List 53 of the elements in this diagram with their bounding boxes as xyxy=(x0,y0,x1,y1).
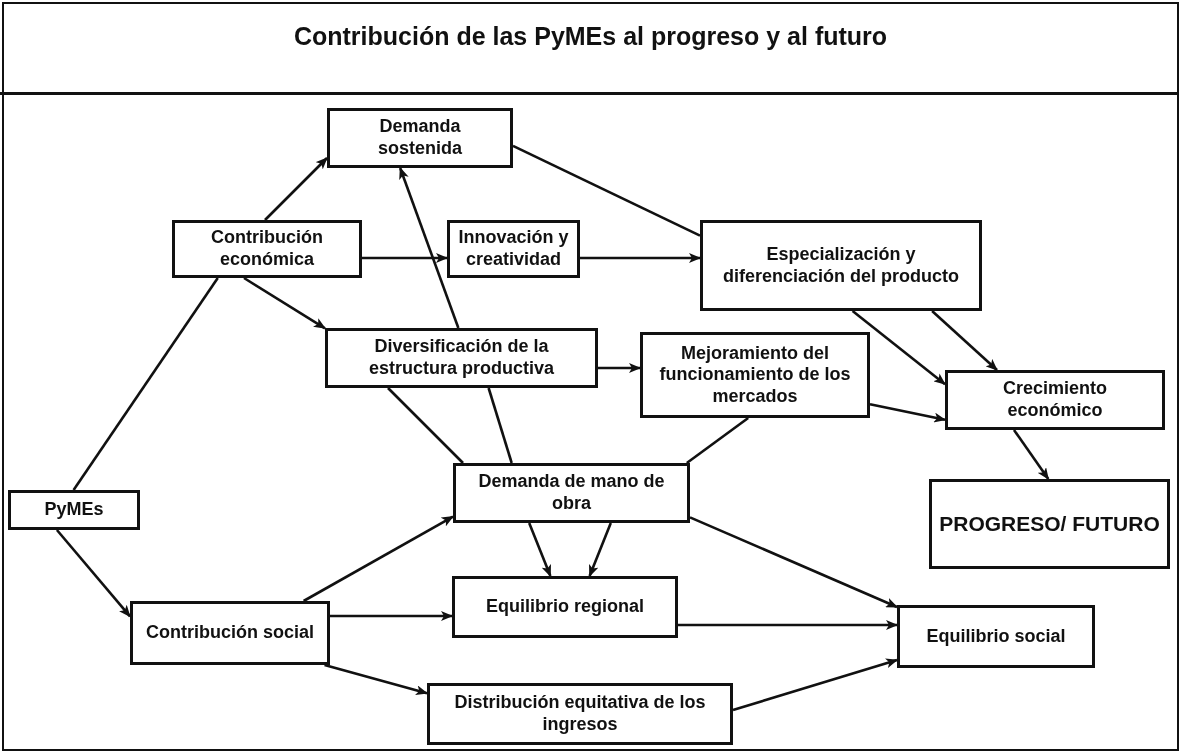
arrow xyxy=(580,253,701,263)
concept-box xyxy=(172,220,362,278)
arrow xyxy=(851,310,946,386)
connector-line xyxy=(387,387,464,464)
arrow xyxy=(689,516,898,609)
arrow xyxy=(55,529,131,618)
concept-box xyxy=(929,479,1170,569)
node-label: Innovación y creatividad xyxy=(457,227,570,271)
concept-box xyxy=(945,370,1165,430)
arrow xyxy=(302,515,454,603)
arrow xyxy=(324,663,428,696)
node-label: Distribución equitativa de los ingresos xyxy=(453,692,707,736)
arrow xyxy=(398,167,460,329)
concept-box xyxy=(130,601,330,665)
arrow xyxy=(931,310,998,371)
concept-box xyxy=(640,332,870,418)
node-label: Mejoramiento del funcionamiento de los mercados xyxy=(658,342,852,408)
node-label: Equilibrio social xyxy=(925,625,1067,648)
concept-box xyxy=(700,220,982,311)
concept-box xyxy=(327,108,513,168)
node-label: Demanda sostenida xyxy=(377,116,463,160)
concept-box xyxy=(453,463,690,523)
node-label: Equilibrio regional xyxy=(485,596,645,618)
connector-line xyxy=(72,277,219,491)
arrow xyxy=(732,658,898,712)
arrow xyxy=(362,253,448,263)
connector-line xyxy=(512,144,701,237)
arrow xyxy=(678,620,898,630)
concept-box xyxy=(897,605,1095,668)
arrow xyxy=(330,611,453,621)
arrow xyxy=(264,157,328,221)
title: Contribución de las PyMEs al progreso y al futuro xyxy=(292,22,889,51)
arrow xyxy=(528,522,552,577)
node-label: Especialización y diferenciación del producto xyxy=(722,243,960,288)
node-label: Diversificación de la estructura productiva xyxy=(367,336,555,380)
arrow xyxy=(1012,429,1050,480)
concept-box xyxy=(8,490,140,530)
arrow xyxy=(598,363,641,373)
arrow xyxy=(869,402,946,423)
connector-line xyxy=(487,387,513,464)
node-label: PROGRESO/ FUTURO xyxy=(938,511,1161,537)
concept-box xyxy=(427,683,733,745)
concept-box xyxy=(325,328,598,388)
connector-line xyxy=(686,416,749,465)
node-label: Crecimiento económico xyxy=(1002,378,1108,422)
concept-box xyxy=(452,576,678,638)
concept-box xyxy=(447,220,580,278)
node-label: Contribución social xyxy=(145,622,315,644)
arrow xyxy=(243,276,326,330)
arrow xyxy=(588,522,612,577)
node-label: Demanda de mano de obra xyxy=(477,471,666,515)
node-label: Contribución económica xyxy=(210,227,324,271)
node-label: PyMEs xyxy=(43,499,105,521)
